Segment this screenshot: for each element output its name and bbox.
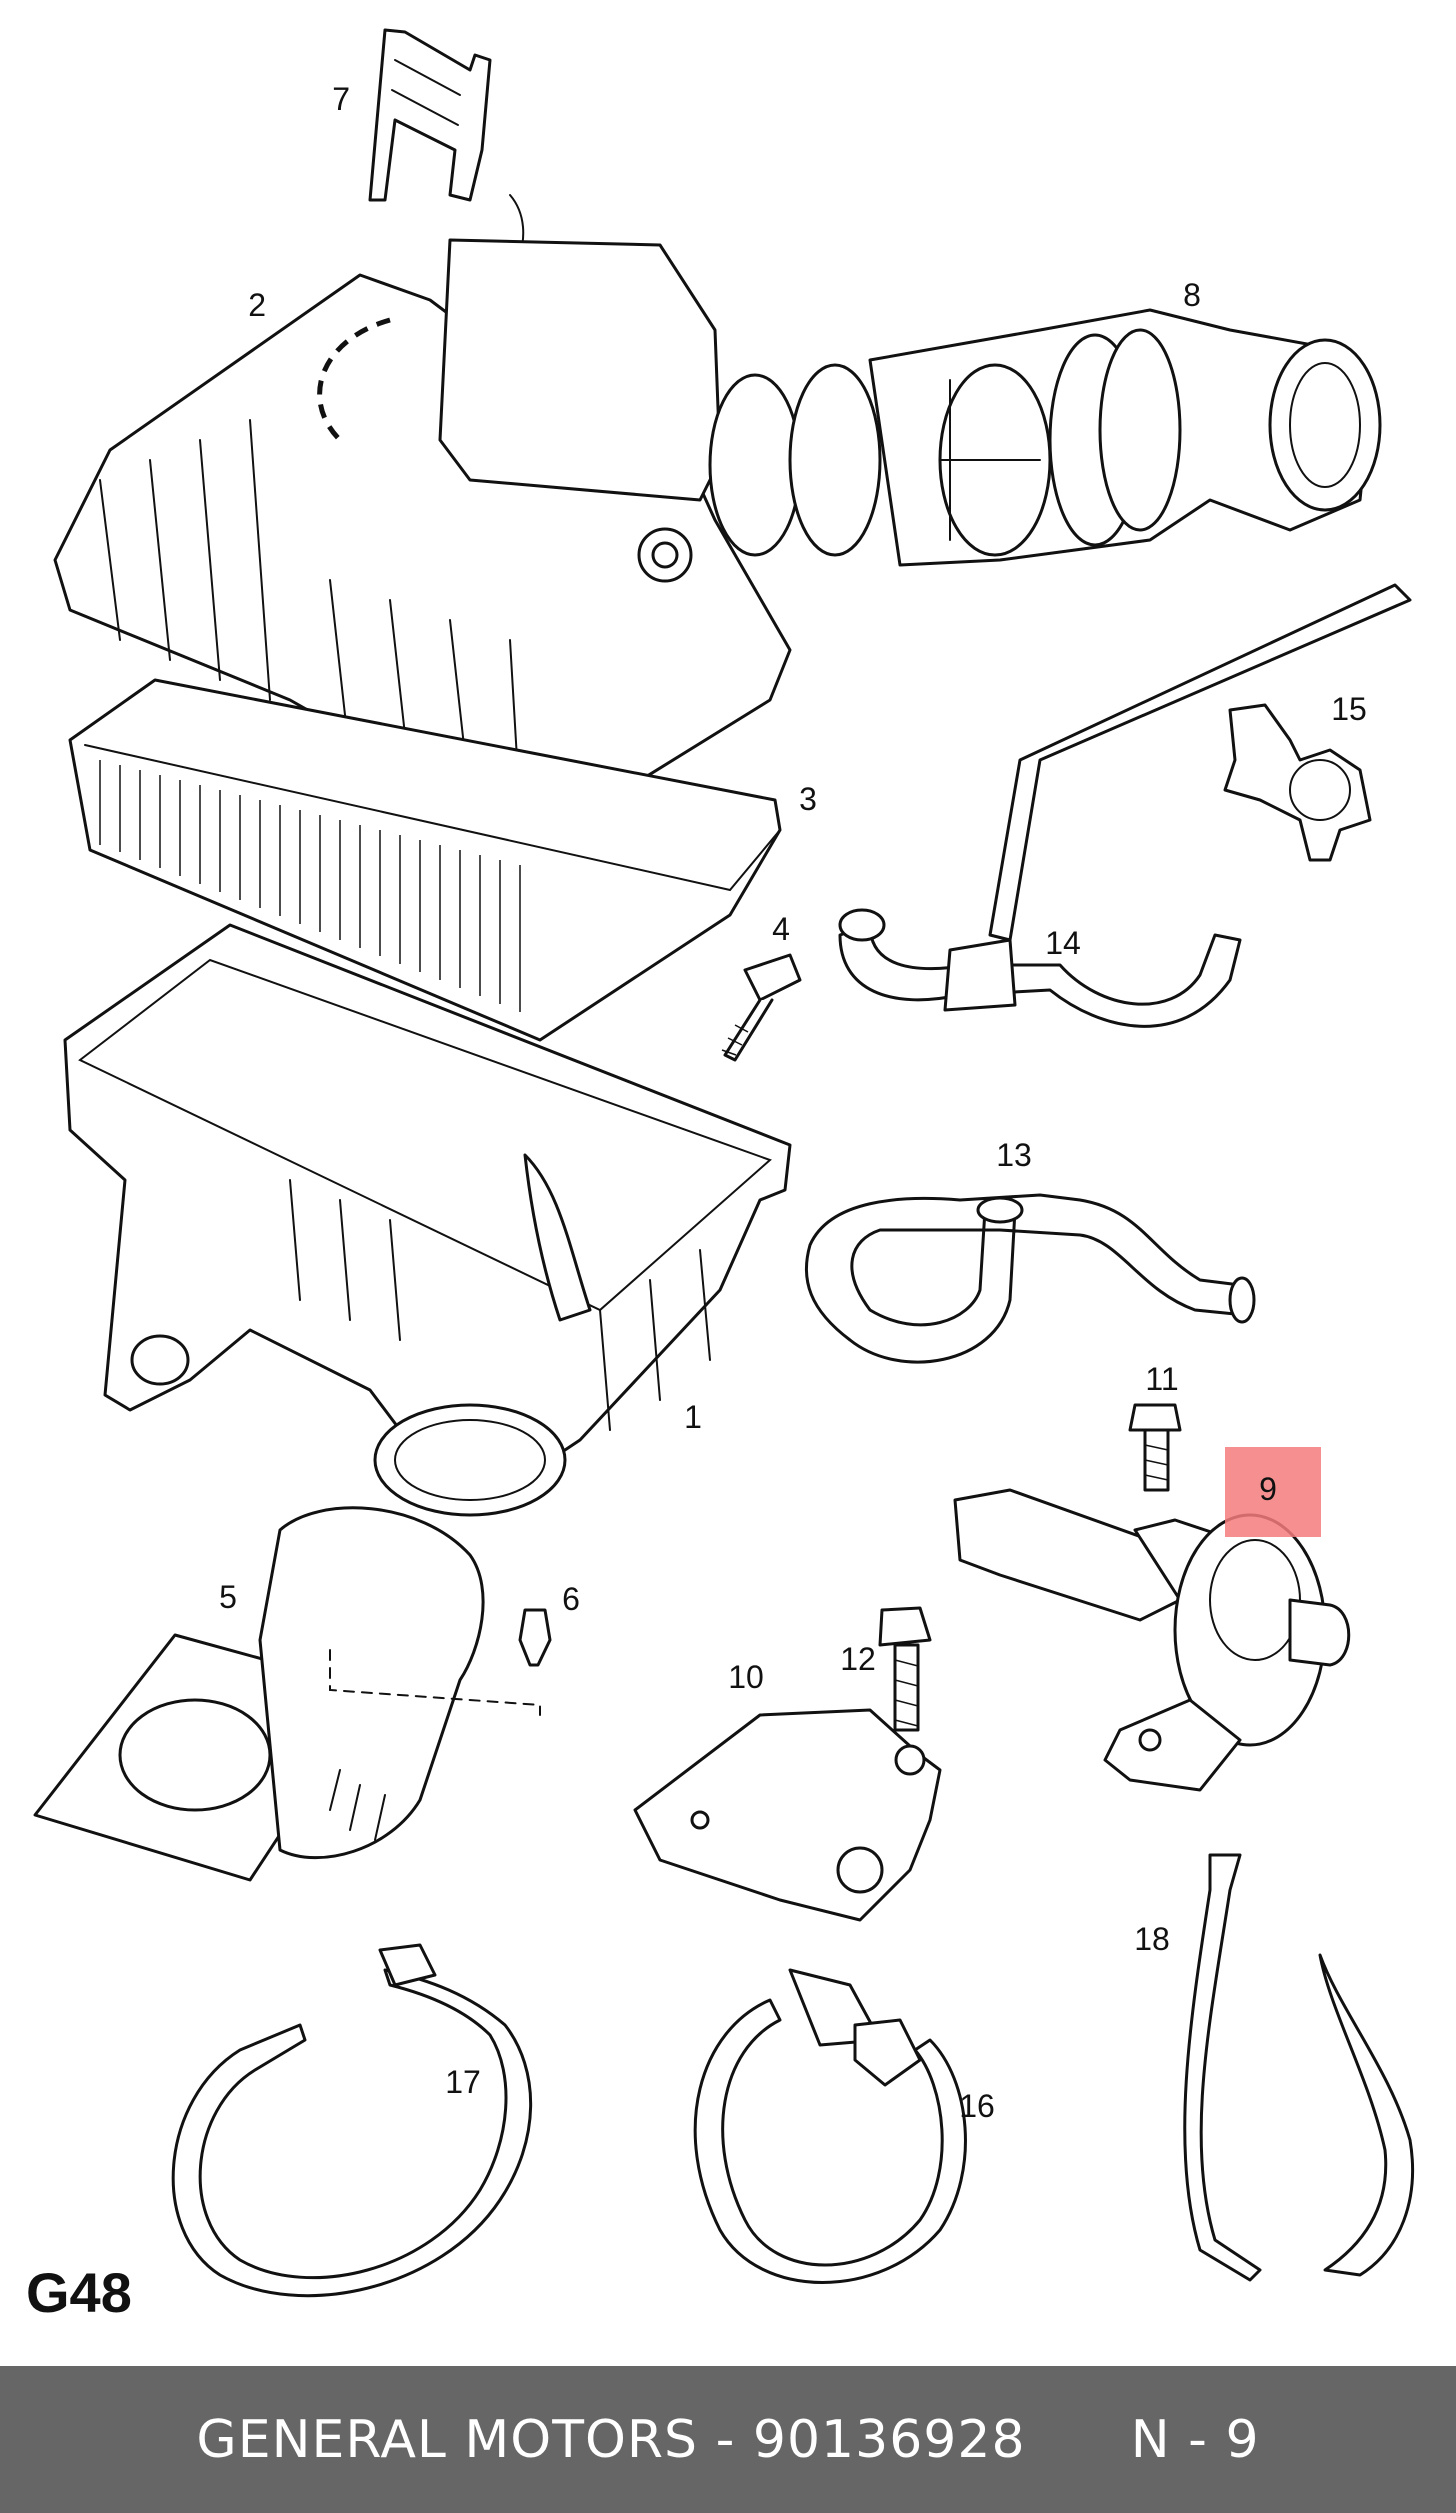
part-1-air-filter-lower-housing-drawing [63, 923, 792, 1517]
part-label-14: 14 [1045, 925, 1081, 961]
part-8-intake-bellows-drawing [708, 308, 1382, 567]
part-label-10: 10 [728, 1659, 764, 1695]
part-label-9: 9 [1259, 1471, 1277, 1507]
part-label-15: 15 [1331, 691, 1367, 727]
part-label-8: 8 [1183, 277, 1201, 313]
part-label-6: 6 [562, 1581, 580, 1617]
part-label-16: 16 [959, 2088, 995, 2124]
footer-position: N - 9 [1130, 2409, 1260, 2470]
part-label-18: 18 [1134, 1921, 1170, 1957]
part-6-clip-drawing [518, 1608, 552, 1667]
part-10-bracket-drawing [633, 1708, 942, 1922]
part-label-1: 1 [684, 1399, 702, 1435]
parts-exploded-diagram: 7 2 8 15 3 4 14 13 1 11 9 5 6 12 10 18 1… [33, 28, 1415, 2298]
part-9-highlight-box [1225, 1447, 1321, 1537]
part-label-4: 4 [772, 911, 790, 947]
part-15-hose-clip-drawing [1223, 703, 1372, 862]
part-2-air-filter-upper-housing-drawing [53, 238, 792, 832]
part-label-3: 3 [799, 781, 817, 817]
part-label-12: 12 [840, 1641, 876, 1677]
part-5-to-6-leader [329, 1649, 541, 1716]
part-14-hose-drawing [838, 583, 1412, 1028]
footer-caption: GENERAL MOTORS - 90136928 N - 9 [196, 2410, 1259, 2470]
part-16-worm-clamp-drawing [693, 1968, 967, 2284]
footer-brand: GENERAL MOTORS [196, 2409, 699, 2470]
part-label-5: 5 [219, 1579, 237, 1615]
footer-separator: - [698, 2409, 753, 2470]
footer-part-number: 90136928 [752, 2409, 1026, 2470]
part-label-13: 13 [996, 1137, 1032, 1173]
part-13-hose-drawing [804, 1193, 1256, 1364]
part-11-bolt-drawing [1128, 1403, 1182, 1492]
part-label-17: 17 [445, 2064, 481, 2100]
part-4-screw-drawing [721, 953, 802, 1062]
footer-spacer [1026, 2410, 1131, 2470]
part-label-2: 2 [248, 287, 266, 323]
part-9-secondary-air-valve-drawing [953, 1488, 1351, 1792]
sheet-code: G48 [26, 2261, 132, 2324]
part-label-11: 11 [1145, 1361, 1178, 1397]
footer-bar: GENERAL MOTORS - 90136928 N - 9 [0, 2366, 1456, 2513]
part-18-cable-tie-drawing [1183, 1853, 1415, 2282]
part-7-hose-connector-drawing [368, 28, 492, 202]
part-17-band-clamp-drawing [171, 1943, 533, 2298]
part-3-filter-element-drawing [68, 678, 782, 1042]
part-5-intake-duct-drawing [33, 1506, 485, 1882]
part-label-7: 7 [332, 81, 350, 117]
part-12-bolt-drawing [878, 1606, 932, 1732]
